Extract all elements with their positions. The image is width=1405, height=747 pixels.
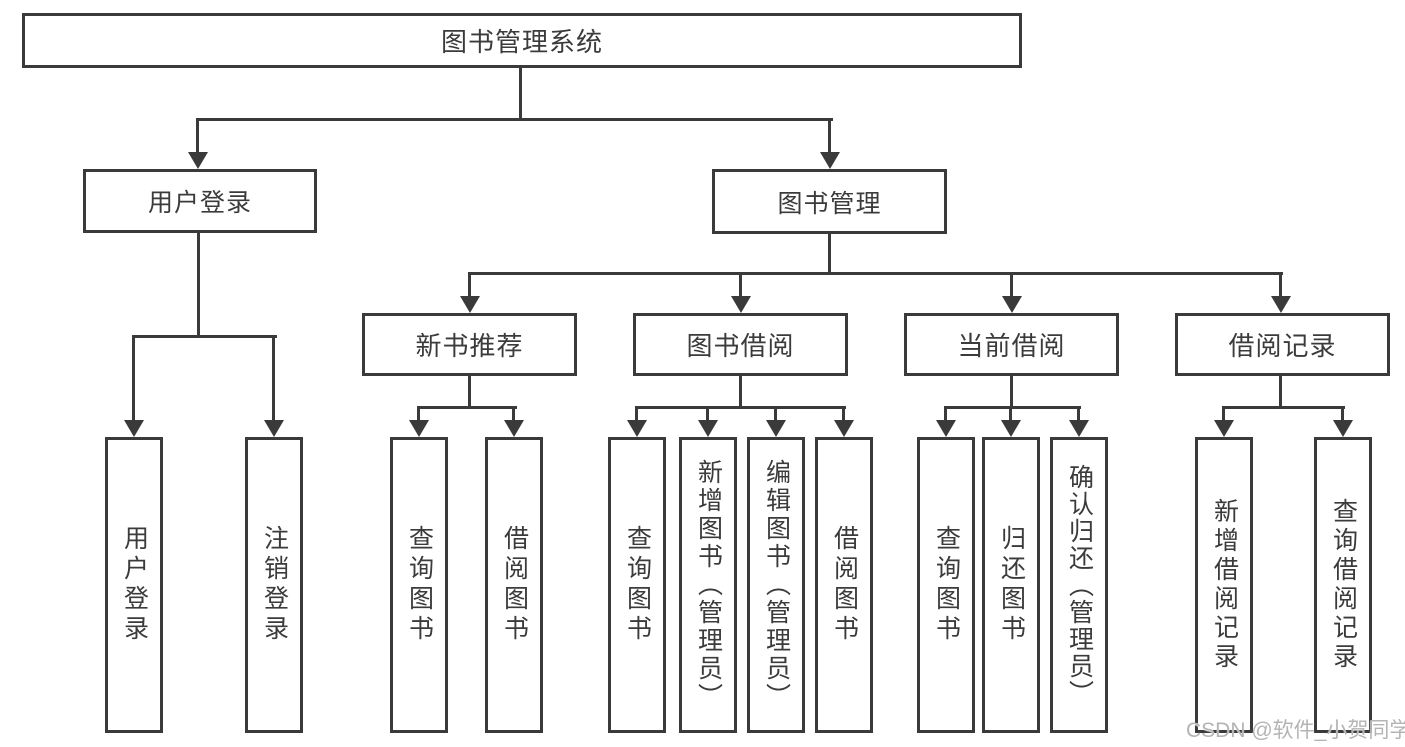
connector-line <box>132 335 277 338</box>
node-user-login-label: 用户登录 <box>147 189 252 217</box>
leaf-cb-confirm-return-label: 确认归还（管理员） <box>1065 463 1094 707</box>
connector-line <box>197 233 200 335</box>
arrowhead-down-icon <box>1001 420 1021 437</box>
leaf-br-query-record: 查询借阅记录 <box>1314 437 1372 733</box>
arrowhead-down-icon <box>834 420 854 437</box>
leaf-nb-borrow-books: 借阅图书 <box>485 437 543 733</box>
leaf-nb-borrow-books-label: 借阅图书 <box>500 525 529 645</box>
connector-line <box>828 234 831 275</box>
arrowhead-down-icon <box>124 420 144 437</box>
connector-line <box>944 406 947 422</box>
arrowhead-down-icon <box>504 420 524 437</box>
arrowhead-down-icon <box>627 420 647 437</box>
node-new-book-recommend-label: 新书推荐 <box>415 331 524 361</box>
leaf-cb-return-books-label: 归还图书 <box>997 525 1026 645</box>
leaf-br-add-record: 新增借阅记录 <box>1195 437 1253 733</box>
leaf-bb-add-books-label: 新增图书（管理员） <box>694 459 723 711</box>
connector-line <box>1077 406 1080 422</box>
arrowhead-down-icon <box>1002 296 1022 313</box>
connector-line <box>468 272 471 298</box>
connector-line <box>1010 376 1013 408</box>
leaf-bb-edit-books-label: 编辑图书（管理员） <box>762 459 791 711</box>
leaf-user-login-label: 用户登录 <box>120 525 149 645</box>
connector-line <box>1279 272 1282 298</box>
arrowhead-down-icon <box>1333 420 1353 437</box>
arrowhead-down-icon <box>731 296 751 313</box>
arrowhead-down-icon <box>820 152 840 169</box>
arrowhead-down-icon <box>460 296 480 313</box>
leaf-bb-query-books-label: 查询图书 <box>623 525 652 645</box>
arrowhead-down-icon <box>698 420 718 437</box>
connector-line <box>417 406 420 422</box>
csdn-watermark: CSDN @软件_小贺同学 <box>1186 719 1405 742</box>
node-borrow-records: 借阅记录 <box>1175 313 1390 376</box>
leaf-bb-add-books: 新增图书（管理员） <box>679 437 737 733</box>
connector-line <box>1279 376 1282 408</box>
connector-line <box>1222 406 1345 409</box>
leaf-br-add-record-label: 新增借阅记录 <box>1210 498 1239 672</box>
leaf-bb-borrow-books-label: 借阅图书 <box>830 525 859 645</box>
arrowhead-down-icon <box>1069 420 1089 437</box>
node-new-book-recommend: 新书推荐 <box>362 313 577 376</box>
leaf-bb-borrow-books: 借阅图书 <box>815 437 873 733</box>
connector-line <box>519 68 522 118</box>
connector-line <box>197 118 833 121</box>
leaf-logout-login: 注销登录 <box>245 437 303 733</box>
arrowhead-down-icon <box>264 420 284 437</box>
node-root: 图书管理系统 <box>22 13 1022 68</box>
connector-line <box>468 272 1283 275</box>
arrowhead-down-icon <box>936 420 956 437</box>
leaf-nb-query-books-label: 查询图书 <box>405 525 434 645</box>
connector-line <box>512 406 515 422</box>
connector-line <box>739 376 742 408</box>
connector-line <box>196 118 199 154</box>
connector-line <box>1010 272 1013 298</box>
connector-line <box>828 118 831 154</box>
arrowhead-down-icon <box>188 152 208 169</box>
leaf-cb-query-books: 查询图书 <box>917 437 975 733</box>
connector-line <box>1222 406 1225 422</box>
leaf-logout-login-label: 注销登录 <box>260 525 289 645</box>
connector-line <box>774 406 777 422</box>
connector-line <box>706 406 709 422</box>
connector-line <box>842 406 845 422</box>
leaf-nb-query-books: 查询图书 <box>390 437 448 733</box>
arrowhead-down-icon <box>766 420 786 437</box>
connector-line <box>635 406 638 422</box>
node-user-login: 用户登录 <box>83 169 317 233</box>
connector-line <box>1341 406 1344 422</box>
connector-line <box>468 376 471 408</box>
node-book-management: 图书管理 <box>712 169 947 234</box>
arrowhead-down-icon <box>1214 420 1234 437</box>
leaf-cb-return-books: 归还图书 <box>982 437 1040 733</box>
connector-line <box>739 272 742 298</box>
leaf-br-query-record-label: 查询借阅记录 <box>1329 498 1358 672</box>
connector-line <box>1009 406 1012 422</box>
leaf-bb-query-books: 查询图书 <box>608 437 666 733</box>
connector-line <box>272 335 275 421</box>
arrowhead-down-icon <box>1271 296 1291 313</box>
leaf-cb-confirm-return: 确认归还（管理员） <box>1050 437 1108 733</box>
leaf-user-login: 用户登录 <box>105 437 163 733</box>
node-current-borrow-label: 当前借阅 <box>957 331 1066 361</box>
leaf-bb-edit-books: 编辑图书（管理员） <box>747 437 805 733</box>
node-root-label: 图书管理系统 <box>440 27 603 57</box>
node-borrow-records-label: 借阅记录 <box>1228 331 1337 361</box>
connector-line <box>944 406 1081 409</box>
connector-line <box>635 406 846 409</box>
node-current-borrow: 当前借阅 <box>904 313 1119 376</box>
connector-line <box>132 335 135 421</box>
arrowhead-down-icon <box>409 420 429 437</box>
connector-line <box>417 406 517 409</box>
leaf-cb-query-books-label: 查询图书 <box>932 525 961 645</box>
node-book-borrow: 图书借阅 <box>633 313 848 376</box>
node-book-borrow-label: 图书借阅 <box>686 331 795 361</box>
node-book-management-label: 图书管理 <box>777 189 882 218</box>
